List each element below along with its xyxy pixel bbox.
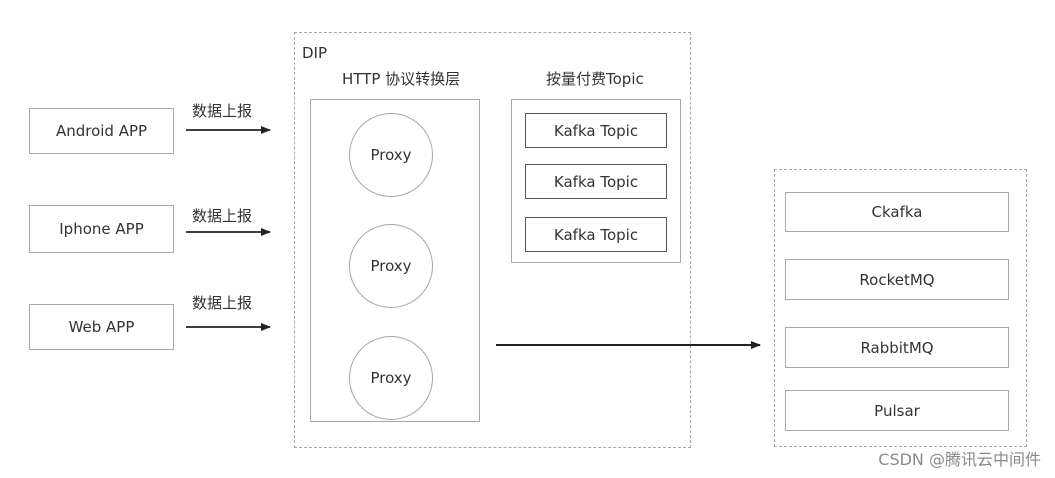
web-app-box: Web APP <box>29 304 174 350</box>
proxy-node-3: Proxy <box>349 336 433 420</box>
kafka-topic-label: Kafka Topic <box>553 121 639 140</box>
iphone-app-label: Iphone APP <box>59 220 144 238</box>
android-app-box: Android APP <box>29 108 174 154</box>
mq-box-ckafka: Ckafka <box>785 192 1009 232</box>
mq-label: Pulsar <box>874 401 920 420</box>
kafka-topic-box-1: Kafka Topic <box>525 113 667 148</box>
proxy-node-1: Proxy <box>349 113 433 197</box>
iphone-app-box: Iphone APP <box>29 205 174 253</box>
http-layer-box <box>310 99 480 422</box>
http-layer-title: HTTP 协议转换层 <box>342 70 461 88</box>
mq-container <box>774 169 1027 447</box>
mq-box-rabbitmq: RabbitMQ <box>785 327 1009 368</box>
android-report-label: 数据上报 <box>192 102 253 120</box>
web-app-label: Web APP <box>68 318 135 336</box>
kafka-topic-box-2: Kafka Topic <box>525 164 667 199</box>
mq-label: RocketMQ <box>859 270 935 289</box>
kafka-topic-label: Kafka Topic <box>553 172 639 191</box>
dip-title: DIP <box>302 44 328 62</box>
topic-group-title: 按量付费Topic <box>546 70 644 88</box>
mq-label: RabbitMQ <box>860 338 934 357</box>
dip-container <box>294 32 691 448</box>
kafka-topic-label: Kafka Topic <box>553 225 639 244</box>
mq-box-pulsar: Pulsar <box>785 390 1009 431</box>
kafka-topic-box-3: Kafka Topic <box>525 217 667 252</box>
proxy-label: Proxy <box>370 369 412 387</box>
topic-group-box <box>511 99 681 263</box>
mq-box-rocketmq: RocketMQ <box>785 259 1009 300</box>
iphone-report-label: 数据上报 <box>192 207 253 225</box>
mq-label: Ckafka <box>871 203 923 221</box>
web-report-label: 数据上报 <box>192 294 253 312</box>
proxy-label: Proxy <box>370 257 412 275</box>
watermark: CSDN @腾讯云中间件 <box>878 450 1041 469</box>
proxy-label: Proxy <box>370 146 412 164</box>
proxy-node-2: Proxy <box>349 224 433 308</box>
android-app-label: Android APP <box>55 122 148 140</box>
